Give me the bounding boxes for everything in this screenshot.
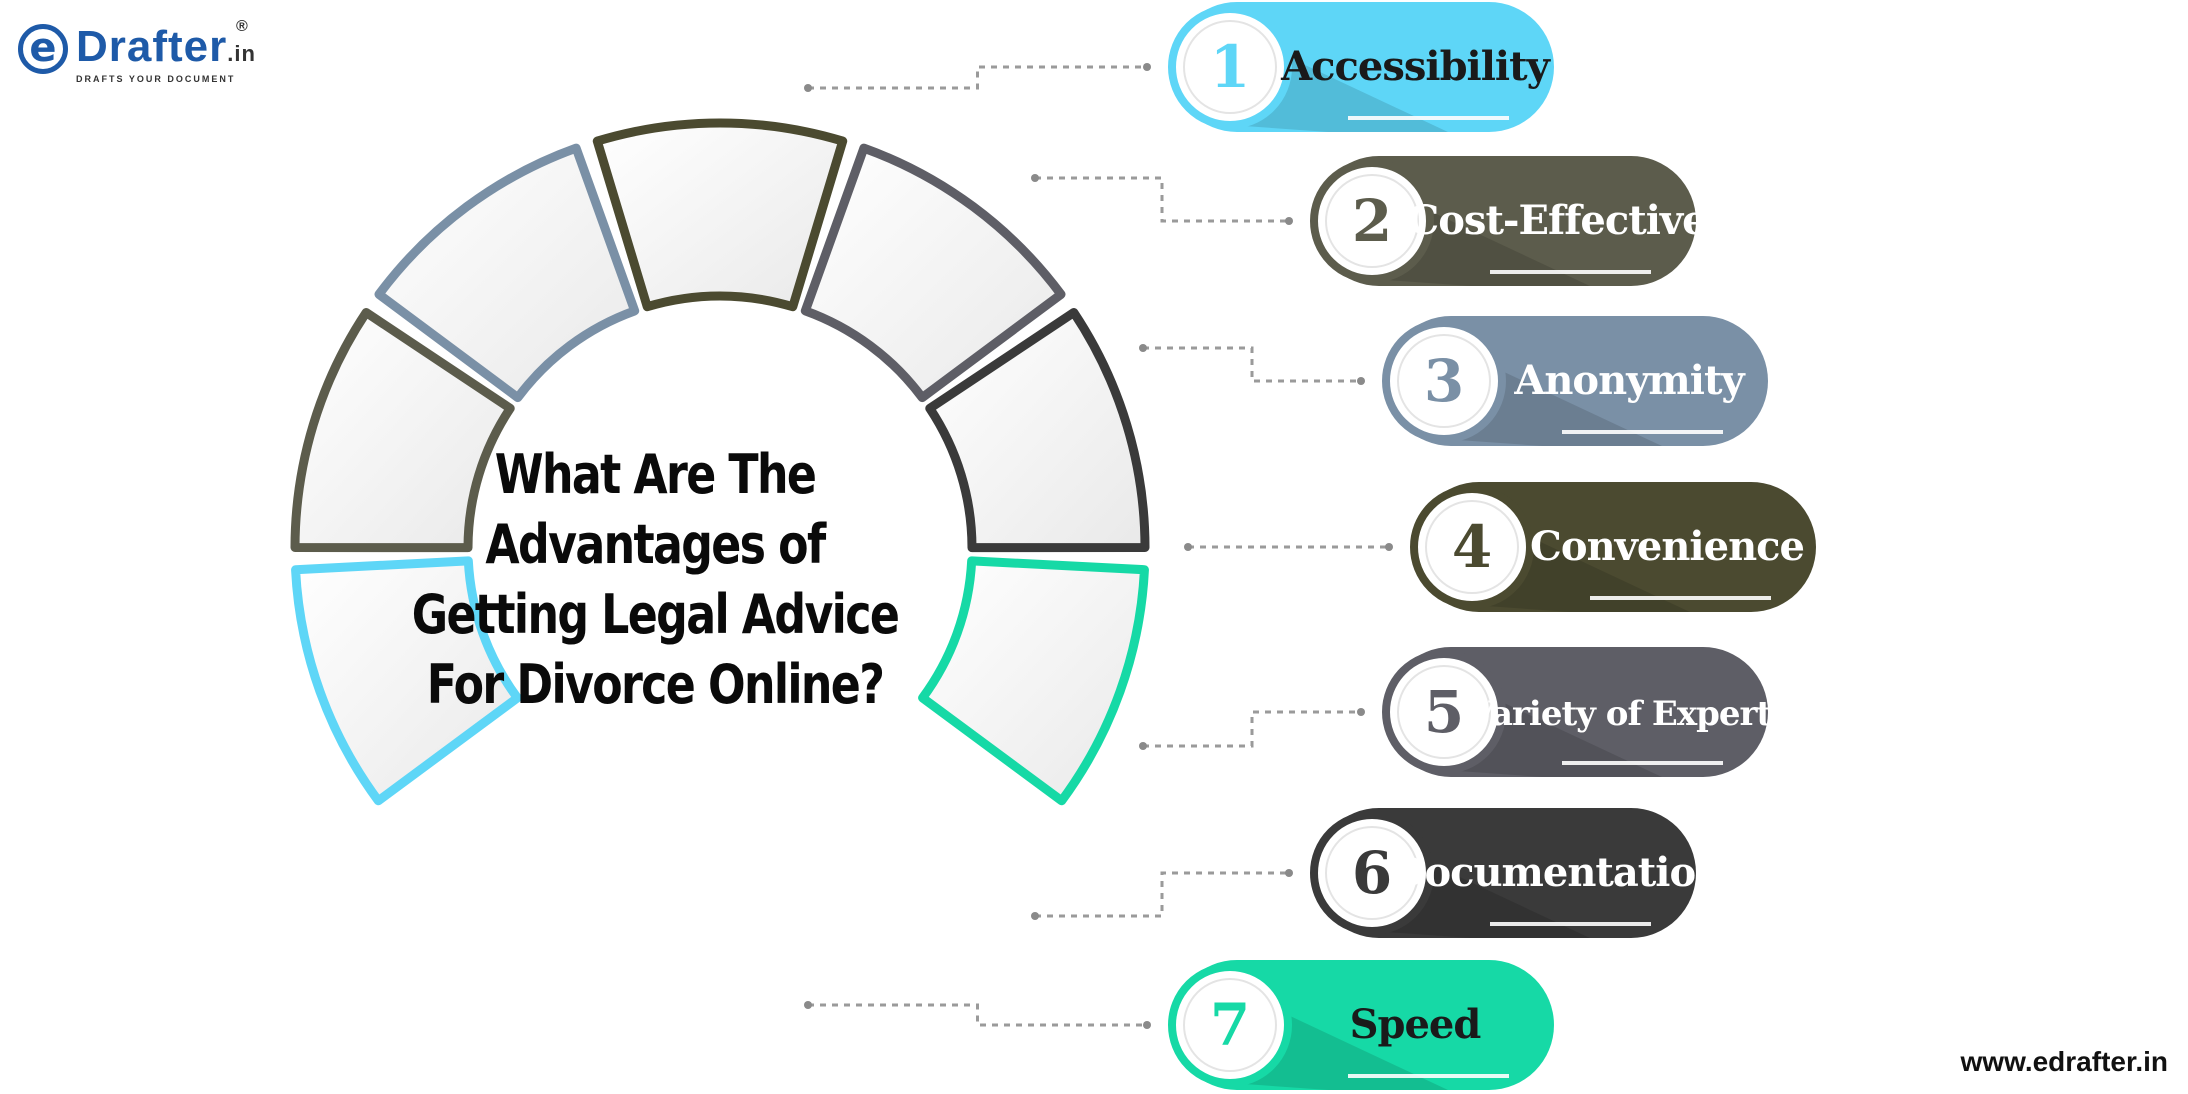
connector-2 — [1035, 176, 1289, 223]
number-badge-inner — [1183, 978, 1277, 1072]
connector-end-dot-6 — [1285, 869, 1293, 877]
brand-logo[interactable]: e Drafter.in ® DRAFTS YOUR DOCUMENT — [18, 18, 318, 88]
connector-6 — [1035, 871, 1289, 918]
logo-e-icon: e — [18, 24, 68, 74]
connector-end-dot-5 — [1357, 708, 1365, 716]
advantage-item-7: 7 Speed — [1168, 960, 1554, 1090]
item-label-7: Speed — [1350, 1001, 1482, 1048]
connector-7 — [808, 1003, 1147, 1027]
number-badge-inner — [1425, 500, 1519, 594]
connector-start-dot-1 — [804, 84, 812, 92]
item-label-6: Documentation — [1391, 849, 1724, 896]
connector-end-dot-1 — [1143, 63, 1151, 71]
item-number-3: 3 — [1424, 347, 1464, 415]
advantage-item-3: 3 Anonymity — [1382, 316, 1768, 446]
logo-domain: .in — [227, 41, 256, 66]
ring-segment-7 — [918, 556, 1149, 806]
item-label-4: Convenience — [1530, 523, 1804, 570]
connector-end-dot-2 — [1285, 217, 1293, 225]
connector-end-dot-7 — [1143, 1021, 1151, 1029]
connector-end-dot-4 — [1385, 543, 1393, 551]
connector-start-dot-2 — [1031, 174, 1039, 182]
ring-segment-2 — [290, 308, 515, 553]
footer-url[interactable]: www.edrafter.in — [1960, 1046, 2168, 1077]
item-number-7: 7 — [1210, 991, 1250, 1059]
advantage-item-4: 4 Convenience — [1410, 482, 1816, 612]
number-badge-inner — [1325, 826, 1419, 920]
logo-name: Drafter — [76, 22, 228, 71]
item-number-1: 1 — [1210, 33, 1250, 101]
ring-segment-4 — [592, 118, 848, 312]
item-label-5: Variety of Experts — [1468, 694, 1790, 734]
ring-segment-6 — [925, 308, 1150, 553]
connector-start-dot-7 — [804, 1001, 812, 1009]
number-badge-inner — [1183, 20, 1277, 114]
item-number-5: 5 — [1424, 678, 1464, 746]
item-number-6: 6 — [1352, 839, 1392, 907]
number-badge-inner — [1397, 334, 1491, 428]
connector-start-dot-6 — [1031, 912, 1039, 920]
connector-end-dot-3 — [1357, 377, 1365, 385]
number-badge-inner — [1397, 665, 1491, 759]
item-label-3: Anonymity — [1513, 357, 1746, 404]
logo-tagline: DRAFTS YOUR DOCUMENT — [76, 74, 236, 84]
logo-wordmark: Drafter.in — [76, 22, 256, 79]
connector-1 — [808, 65, 1147, 90]
ring-segment-1 — [291, 556, 522, 806]
ring-segment-3 — [374, 143, 640, 403]
item-number-4: 4 — [1452, 513, 1492, 581]
connector-start-dot-3 — [1139, 344, 1147, 352]
item-label-1: Accessibility — [1280, 43, 1551, 90]
item-label-2: Cost-Effective — [1407, 197, 1706, 244]
ring-segment-5 — [800, 143, 1066, 403]
item-number-2: 2 — [1352, 187, 1392, 255]
connector-3 — [1143, 346, 1361, 383]
advantage-item-2: 2 Cost-Effective — [1310, 156, 1708, 286]
page-title: What Are The Advantages of Getting Legal… — [411, 443, 900, 716]
number-badge-inner — [1325, 174, 1419, 268]
connector-start-dot-5 — [1139, 742, 1147, 750]
connector-5 — [1143, 710, 1361, 748]
connector-start-dot-4 — [1184, 543, 1192, 551]
advantage-item-1: 1 Accessibility — [1168, 2, 1554, 132]
logo-registered-mark: ® — [236, 18, 248, 35]
